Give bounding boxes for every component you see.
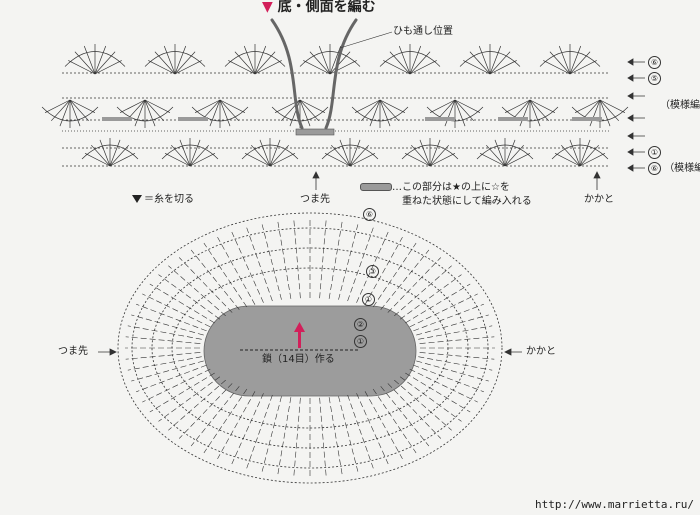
round-label-1a: ① [362, 293, 375, 306]
drawstring-cords [270, 18, 358, 130]
cut-yarn-triangle-icon [132, 195, 142, 203]
title-text: 底・側面を編む [277, 0, 376, 15]
row-arrows [627, 58, 645, 172]
foundation-label: 鎖（14目）作る [262, 354, 335, 365]
note-legend: …この部分は★の上に☆を [360, 182, 510, 194]
oval-stitches [125, 220, 495, 476]
grey-chain-bars [102, 117, 602, 136]
row-label-5: ⑤ [648, 72, 661, 85]
row-label-1: ① [648, 146, 661, 159]
oval-side-arrows [98, 348, 522, 356]
heel-label-top: かかと [584, 194, 614, 205]
red-start-arrow [294, 322, 305, 348]
fan-stitches-mid [41, 99, 629, 128]
round-label-1b: ① [354, 335, 367, 348]
round-label-6: ⑥ [363, 208, 376, 221]
grey-chain-icon [360, 183, 392, 191]
heel-label-bottom: かかと [526, 346, 556, 357]
round-label-2: ② [354, 318, 367, 331]
up-arrows [312, 171, 601, 190]
pattern-label-a: （模様編 [660, 100, 700, 111]
row-label-6-bottom: ⑥ （模様編 [648, 162, 700, 175]
round-label-3: ③ [366, 265, 379, 278]
source-url: http://www.marrietta.ru/ [535, 498, 694, 511]
cut-yarn-legend: ＝糸を切る [132, 194, 194, 206]
toe-label-top: つま先 [300, 194, 330, 205]
sole-center-grey [203, 305, 417, 397]
toe-label-bottom: つま先 [58, 346, 88, 357]
fan-stitches-bottom [81, 138, 609, 167]
leader-line [339, 31, 393, 49]
note-line-1: …この部分は★の上に☆を [392, 182, 510, 193]
red-marker-icon: ▼ [262, 0, 273, 15]
string-position-label: ひも通し位置 [393, 26, 453, 37]
row-label-6-top: ⑥ [648, 56, 661, 69]
page-title: ▼ 底・側面を編む [262, 0, 376, 16]
note-line-2: 重ねた状態にして編み入れる [402, 196, 532, 207]
pattern-label-b: （模様編 [664, 163, 700, 174]
fan-stitches-top [64, 44, 601, 75]
